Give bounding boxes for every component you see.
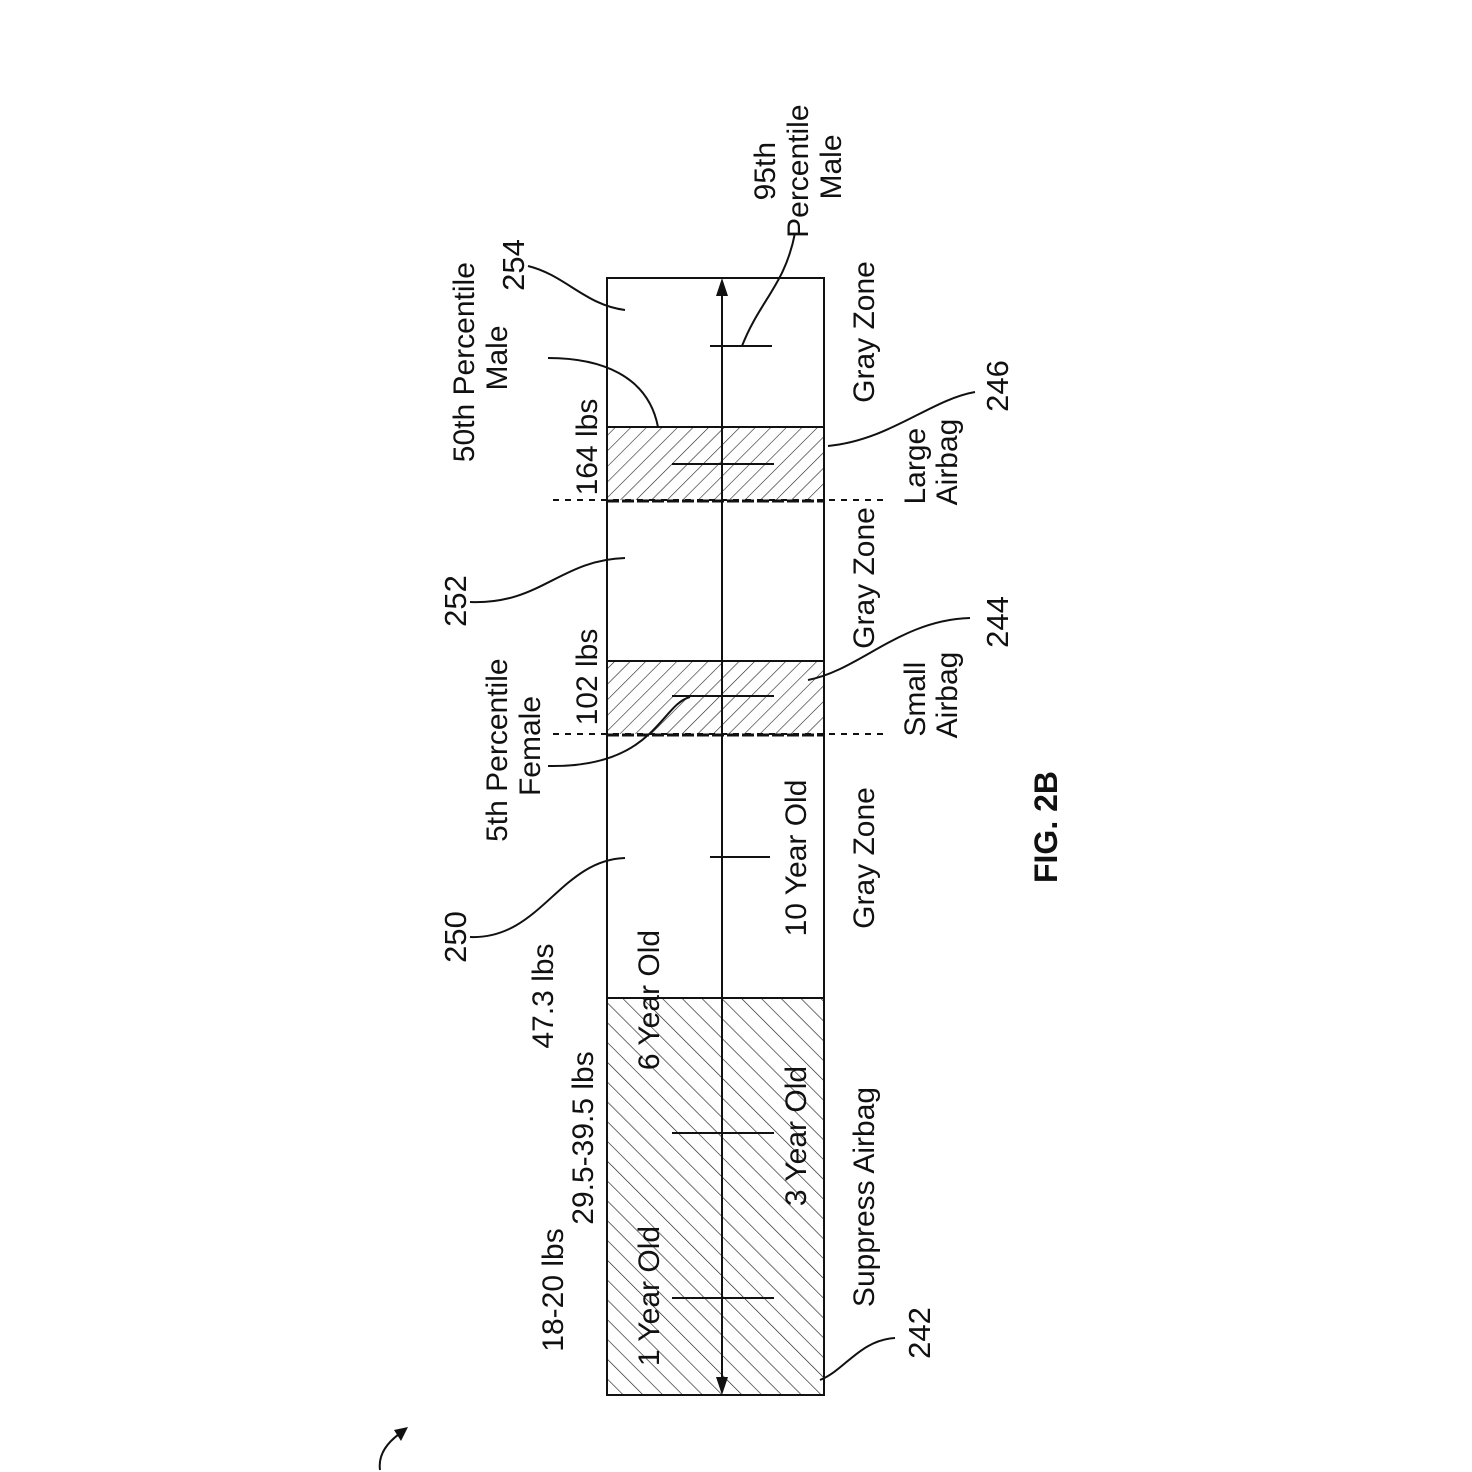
leader-242: [820, 1338, 895, 1380]
zone-gray-3: Gray Zone: [848, 261, 881, 403]
ref-242: 242: [902, 1307, 937, 1359]
weight-102: 102 lbs: [571, 629, 604, 726]
leader-250: [470, 858, 625, 937]
zone-gray-2: Gray Zone: [848, 507, 881, 649]
small-airbag-region: [607, 661, 824, 734]
weight-164: 164 lbs: [571, 399, 604, 496]
weight-29-39: 29.5-39.5 lbs: [567, 1051, 600, 1224]
zone-large-airbag: Large Airbag: [899, 419, 964, 506]
leader-254: [528, 266, 625, 310]
label-3-year-old: 3 Year Old: [780, 1066, 813, 1206]
ref-250: 250: [438, 911, 473, 963]
zone-gray-1: Gray Zone: [848, 787, 881, 929]
zone-suppress-airbag: Suppress Airbag: [848, 1087, 881, 1307]
ref-254: 254: [496, 239, 531, 291]
zone-small-airbag: Small Airbag: [899, 652, 964, 739]
label-1-year-old: 1 Year Old: [633, 1226, 666, 1366]
label-5th-percentile-female: 5th Percentile Female: [481, 650, 547, 842]
label-6-year-old: 6 Year Old: [633, 930, 666, 1070]
figure-label: FIG. 2B: [1028, 771, 1064, 883]
ref-246: 246: [980, 360, 1015, 412]
ref-244: 244: [980, 596, 1015, 648]
weight-47: 47.3 lbs: [527, 943, 560, 1048]
label-95th-percentile-male: 95th Percentile Male: [749, 96, 848, 238]
leader-95th-male: [742, 233, 795, 346]
ref-252: 252: [438, 575, 473, 627]
weight-18-20: 18-20 lbs: [537, 1228, 570, 1351]
leader-252: [470, 558, 625, 602]
overall-reference-arrowhead-icon: [394, 1427, 408, 1441]
axis-arrow-up-icon: [716, 278, 728, 296]
label-10-year-old: 10 Year Old: [780, 780, 813, 937]
